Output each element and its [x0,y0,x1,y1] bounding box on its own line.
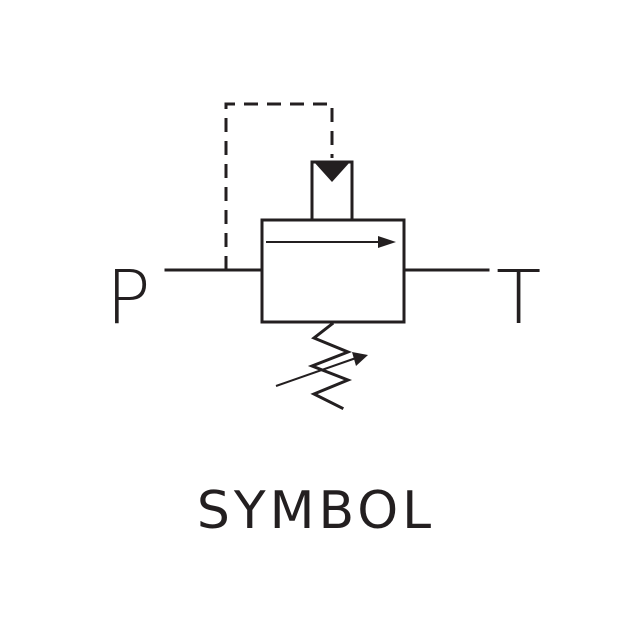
adjust-arrow-shaft [275,357,357,387]
port-p-label: P [106,255,151,341]
pilot-arrow-icon [314,162,350,182]
pilot-actuator [310,160,354,220]
pilot-line-dashed [224,102,334,270]
port-t-label: T [496,255,541,341]
adjust-arrow-icon [352,352,368,366]
flow-arrow-icon [378,236,396,248]
symbol-caption: SYMBOL [197,481,435,541]
spring-icon [307,321,353,411]
valve-body [260,218,406,324]
